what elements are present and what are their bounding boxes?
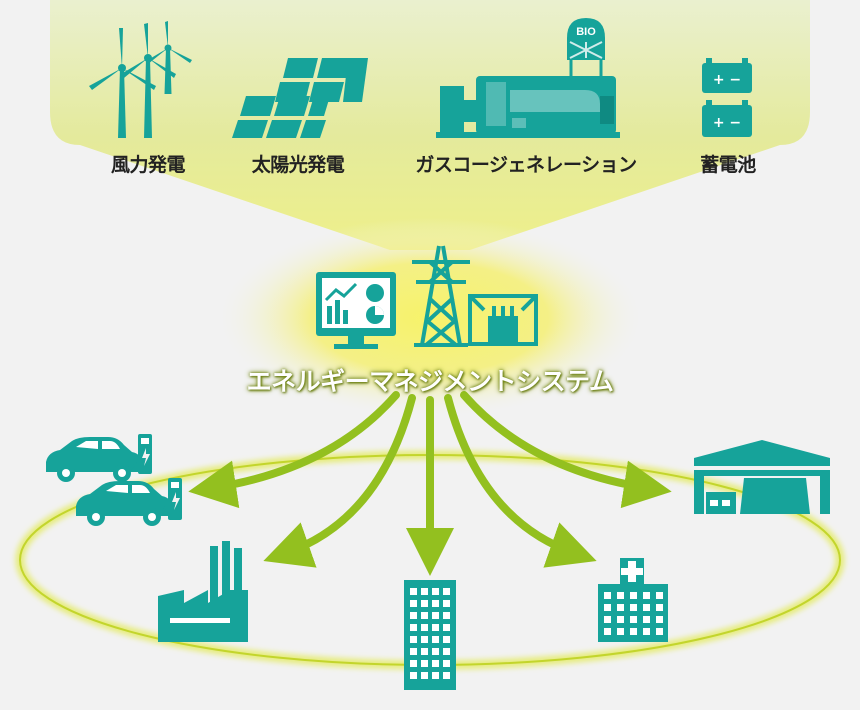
hospital-window [617, 604, 624, 611]
office-window [432, 612, 439, 619]
office-window [432, 672, 439, 679]
substation-icon [468, 294, 538, 346]
office-window [443, 672, 450, 679]
office-building-icon [404, 580, 456, 690]
hospital-window [630, 616, 637, 623]
source-label-battery: 蓄電池 [700, 154, 756, 176]
hospital-window [630, 604, 637, 611]
solar-panel-icon [232, 58, 368, 138]
hospital-window [656, 616, 663, 623]
hospital-window [643, 628, 650, 635]
office-window [410, 612, 417, 619]
office-window [410, 672, 417, 679]
office-window [432, 600, 439, 607]
office-window [410, 648, 417, 655]
office-window [443, 636, 450, 643]
battery-terminal-label: + − [713, 115, 741, 131]
hospital-window [656, 592, 663, 599]
wind-turbine-icon [89, 21, 192, 138]
source-label-gas-cogeneration: ガスコージェネレーション [415, 154, 637, 176]
battery-terminal-label: + − [713, 72, 741, 88]
hospital-window [630, 628, 637, 635]
office-window [410, 636, 417, 643]
office-window [432, 660, 439, 667]
hospital-window [656, 628, 663, 635]
office-window [421, 636, 428, 643]
office-window [410, 660, 417, 667]
hospital-window [617, 628, 624, 635]
arrow-to-warehouse [460, 391, 672, 509]
hospital-icon [598, 558, 668, 642]
office-window [421, 660, 428, 667]
hospital-window [656, 604, 663, 611]
arrow-to-hospital [444, 394, 597, 568]
office-window [421, 648, 428, 655]
monitor-dashboard-icon [316, 272, 396, 349]
source-fan [50, 0, 810, 250]
hospital-window [604, 592, 611, 599]
office-window [443, 600, 450, 607]
office-window [443, 588, 450, 595]
factory-icon [158, 541, 248, 642]
hospital-window [643, 604, 650, 611]
hospital-window [604, 616, 611, 623]
office-window [443, 648, 450, 655]
ev-charging-icon [46, 434, 182, 526]
arrow-to-factory [263, 394, 416, 568]
office-window [443, 612, 450, 619]
transmission-tower-icon [412, 245, 470, 347]
source-label-wind: 風力発電 [110, 154, 186, 176]
office-window [432, 588, 439, 595]
office-window [421, 612, 428, 619]
office-window [421, 588, 428, 595]
hospital-window [604, 604, 611, 611]
bio-tank-icon: BIO [567, 18, 605, 76]
office-window [410, 624, 417, 631]
office-window [432, 636, 439, 643]
hospital-window [630, 592, 637, 599]
office-window [410, 588, 417, 595]
office-window [421, 600, 428, 607]
hospital-window [604, 628, 611, 635]
hospital-window [643, 592, 650, 599]
source-label-solar: 太陽光発電 [251, 154, 345, 176]
bio-label: BIO [576, 26, 596, 38]
hospital-window [643, 616, 650, 623]
office-window [443, 660, 450, 667]
ems-title: エネルギーマネジメントシステム [246, 367, 614, 396]
arrow-to-ev [188, 391, 400, 509]
hospital-window [617, 592, 624, 599]
office-window [432, 648, 439, 655]
distribution-arrows [188, 391, 672, 576]
office-window [443, 624, 450, 631]
hospital-window [617, 616, 624, 623]
office-window [421, 624, 428, 631]
office-window [432, 624, 439, 631]
storage-battery-icon: + − + − [702, 58, 752, 137]
office-window [410, 600, 417, 607]
gas-cogeneration-icon: BIO [436, 18, 620, 138]
office-window [421, 672, 428, 679]
warehouse-icon [694, 440, 830, 514]
